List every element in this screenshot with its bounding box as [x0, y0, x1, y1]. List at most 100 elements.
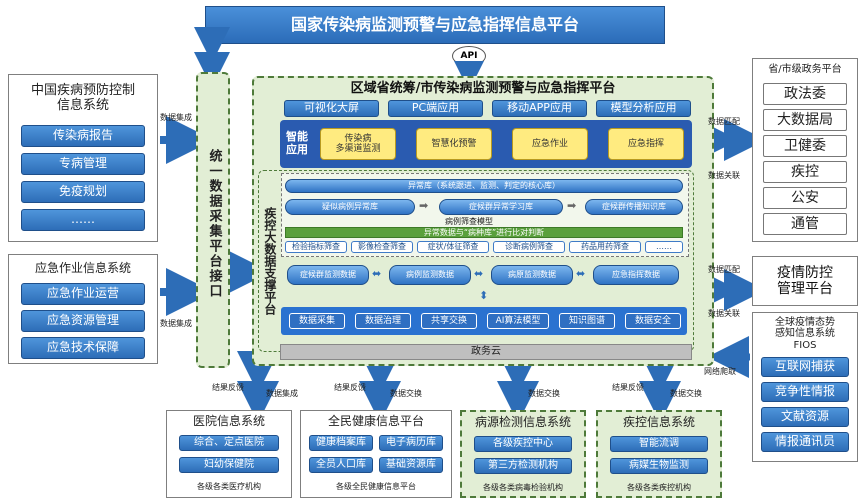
db-pathogen: 病原监测数据 — [491, 265, 573, 285]
smart-emergency-command[interactable]: 应急指挥 — [608, 128, 684, 160]
gov-item-police[interactable]: 公安 — [763, 187, 847, 209]
cdc-bottom-item-vector[interactable]: 病媒生物监测 — [610, 458, 708, 474]
health-info-platform: 全民健康信息平台 健康档案库 电子病历库 全员人口库 基础资源库 各级全民健康信… — [300, 410, 452, 498]
fios-item-literature[interactable]: 文献资源 — [761, 407, 849, 427]
app-visual-screen[interactable]: 可视化大屏 — [284, 100, 379, 117]
arrow-right-2: ➡ — [567, 199, 577, 212]
db-arrow-2: ⬌ — [474, 267, 484, 280]
app-mobile[interactable]: 移动APP应用 — [492, 100, 587, 117]
emergency-info-system: 应急作业信息系统 应急作业运营 应急资源管理 应急技术保障 — [8, 254, 158, 364]
hospital-item-general[interactable]: 综合、定点医院 — [179, 435, 279, 451]
hospital-title: 医院信息系统 — [192, 414, 265, 429]
base-knowledge-graph: 知识图谱 — [559, 313, 615, 329]
gov-item-telecom[interactable]: 通管 — [763, 213, 847, 235]
smart-early-warning[interactable]: 智慧化预警 — [416, 128, 492, 160]
screen-more: …… — [645, 241, 683, 253]
base-collection: 数据采集 — [289, 313, 345, 329]
suspected-case-library: 疑似病例异常库 — [285, 199, 415, 215]
gov-item-bigdata[interactable]: 大数据局 — [763, 109, 847, 131]
label-data-integration-2: 数据集成 — [160, 319, 192, 328]
db-case: 病例监测数据 — [389, 265, 471, 285]
smart-app-label: 智能应用 — [286, 130, 308, 156]
gov-item-politics[interactable]: 政法委 — [763, 83, 847, 105]
base-exchange: 共享交换 — [421, 313, 477, 329]
db-emergency-command: 应急指挥数据 — [593, 265, 679, 285]
big-data-support-label: 疾控大数据支撑平台 — [262, 207, 277, 315]
cdc-item-more[interactable]: …… — [21, 209, 145, 231]
health-item-emr[interactable]: 电子病历库 — [379, 435, 443, 451]
base-security: 数据安全 — [625, 313, 681, 329]
gov-cloud: 政务云 — [280, 344, 692, 360]
cdc-item-immunization[interactable]: 免疫规划 — [21, 181, 145, 203]
pathogen-item-thirdparty[interactable]: 第三方检测机构 — [474, 458, 572, 474]
db-base-arrow: ⬍ — [479, 289, 489, 302]
pathogen-title: 病源检测信息系统 — [474, 415, 571, 430]
base-capability-bar — [281, 307, 687, 335]
db-syndrome: 症候群监测数据 — [287, 265, 369, 285]
app-pc[interactable]: PC端应用 — [388, 100, 483, 117]
regional-platform-panel: 区域省统筹/市传染病监测预警与应急指挥平台 可视化大屏 PC端应用 移动APP应… — [252, 76, 714, 366]
fios-title: 全球疫情态势 感知信息系统 FIOS — [775, 316, 835, 351]
hospital-item-maternal[interactable]: 妇幼保健院 — [179, 457, 279, 473]
db-arrow-3: ⬌ — [576, 267, 586, 280]
judge-bar: 异常数据与“病种库”进行比对判断 — [285, 227, 683, 238]
health-item-resources[interactable]: 基础资源库 — [379, 457, 443, 473]
bottom-label-integration: 数据集成 — [266, 389, 298, 398]
arrow-right-1: ➡ — [419, 199, 429, 212]
base-ai-model: AI算法模型 — [487, 313, 549, 329]
label-data-integration-1: 数据集成 — [160, 113, 192, 122]
cdc-system-title: 中国疾病预防控制 信息系统 — [30, 83, 135, 113]
platform-title: 国家传染病监测预警与应急指挥信息平台 — [205, 6, 665, 44]
syndrome-learning-library: 症候群异常学习库 — [439, 199, 563, 215]
cdc-item-report[interactable]: 传染病报告 — [21, 125, 145, 147]
base-governance: 数据治理 — [355, 313, 411, 329]
cdc-item-disease-mgmt[interactable]: 专病管理 — [21, 153, 145, 175]
screen-diagnosis: 诊断病例筛查 — [493, 241, 565, 253]
emergency-item-operation[interactable]: 应急作业运营 — [21, 283, 145, 305]
right-label-crawl: 网络爬取 — [704, 367, 736, 376]
app-model-analysis[interactable]: 模型分析应用 — [596, 100, 691, 117]
bottom-label-feedback-1: 结果反馈 — [212, 383, 244, 392]
pathogen-footer: 各级各类病毒检验机构 — [483, 483, 563, 493]
syndrome-knowledge-library: 症候群传播知识库 — [585, 199, 683, 215]
right-label-assoc-2: 数据关联 — [708, 309, 740, 318]
screen-lab-index: 检验指标筛查 — [285, 241, 347, 253]
fios-item-intel[interactable]: 竞争性情报 — [761, 382, 849, 402]
cdc-bottom-info-system: 疾控信息系统 智能流调 病媒生物监测 各级各类疾控机构 — [596, 410, 722, 498]
right-label-match-1: 数据匹配 — [708, 117, 740, 126]
fios-item-correspondent[interactable]: 情报通讯员 — [761, 432, 849, 452]
pathogen-item-cdc[interactable]: 各级疾控中心 — [474, 436, 572, 452]
bottom-label-exchange-3: 数据交换 — [670, 389, 702, 398]
gov-item-cdc[interactable]: 疾控 — [763, 161, 847, 183]
right-label-assoc-1: 数据关联 — [708, 171, 740, 180]
screen-drug: 药品用药筛查 — [569, 241, 641, 253]
fios-item-internet[interactable]: 互联网捕获 — [761, 357, 849, 377]
bottom-label-feedback-3: 结果反馈 — [612, 383, 644, 392]
smart-app-panel: 智能应用 传染病 多渠道监测 智慧化预警 应急作业 应急指挥 — [280, 120, 692, 168]
big-data-support-panel: 疾控大数据支撑平台 异常库（系统跟进、监测、判定的核心库） 疑似病例异常库 ➡ … — [258, 170, 694, 352]
emergency-item-tech[interactable]: 应急技术保障 — [21, 337, 145, 359]
gov-item-health[interactable]: 卫健委 — [763, 135, 847, 157]
screen-symptom: 症状/体征筛查 — [417, 241, 489, 253]
health-title: 全民健康信息平台 — [327, 414, 424, 429]
unified-data-interface: 统一数据采集平台接口 — [196, 72, 230, 368]
health-item-records[interactable]: 健康档案库 — [309, 435, 373, 451]
bottom-label-exchange-1: 数据交换 — [390, 389, 422, 398]
db-arrow-1: ⬌ — [372, 267, 382, 280]
emergency-item-resources[interactable]: 应急资源管理 — [21, 310, 145, 332]
smart-emergency-operation[interactable]: 应急作业 — [512, 128, 588, 160]
bottom-label-exchange-2: 数据交换 — [528, 389, 560, 398]
fios-system: 全球疫情态势 感知信息系统 FIOS 互联网捕获 竞争性情报 文献资源 情报通讯… — [752, 312, 858, 462]
epidemic-mgmt-platform[interactable]: 疫情防控 管理平台 — [752, 256, 858, 306]
cdc-bottom-item-tracing[interactable]: 智能流调 — [610, 436, 708, 452]
health-footer: 各级全民健康信息平台 — [336, 482, 416, 492]
smart-multichannel-monitor[interactable]: 传染病 多渠道监测 — [320, 128, 396, 160]
emergency-system-title: 应急作业信息系统 — [34, 261, 131, 276]
cdc-info-system: 中国疾病预防控制 信息系统 传染病报告 专病管理 免疫规划 …… — [8, 74, 158, 242]
regional-platform-title: 区域省统筹/市传染病监测预警与应急指挥平台 — [350, 80, 616, 96]
anomaly-library: 异常库（系统跟进、监测、判定的核心库） — [285, 179, 683, 193]
health-item-population[interactable]: 全员人口库 — [309, 457, 373, 473]
cdc-bottom-footer: 各级各类疾控机构 — [627, 483, 691, 493]
unified-interface-label: 统一数据采集平台接口 — [206, 149, 222, 299]
